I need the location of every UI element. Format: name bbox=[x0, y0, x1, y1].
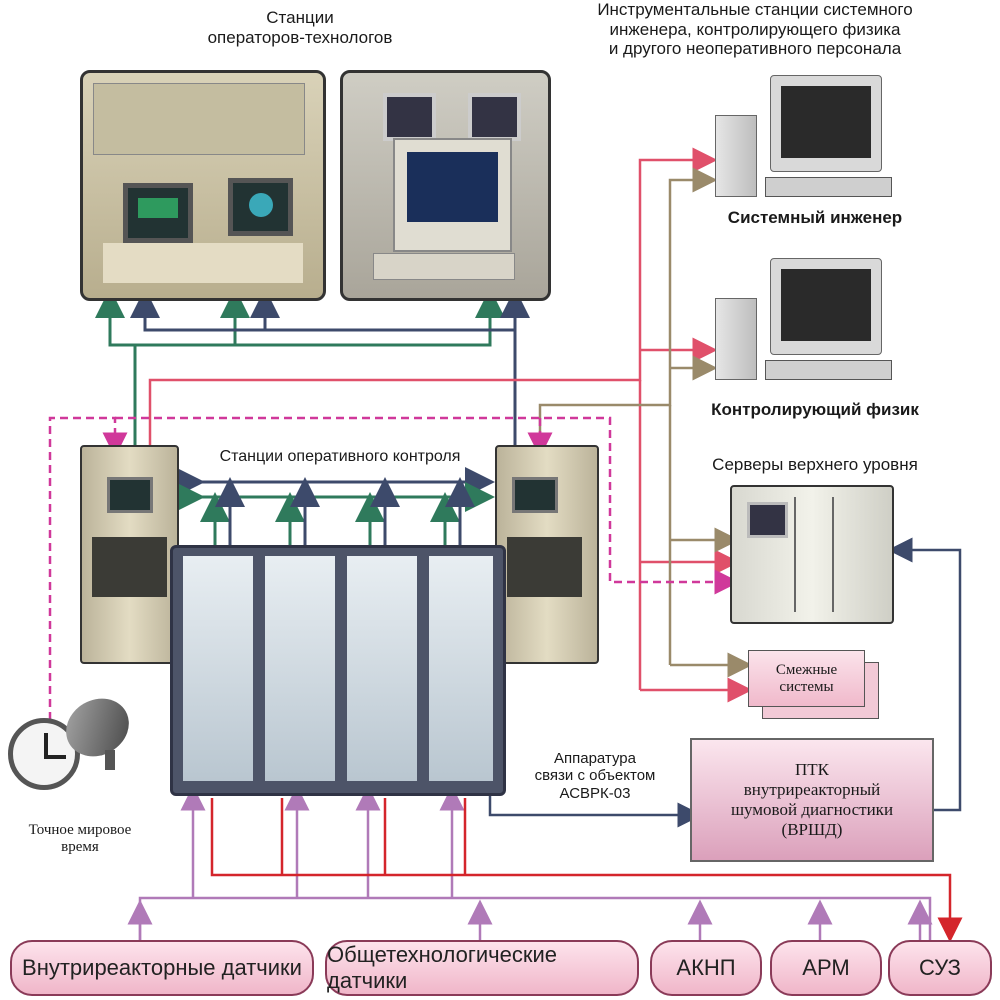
input-label: СУЗ bbox=[919, 955, 961, 980]
input-label: АКНП bbox=[676, 955, 736, 980]
input-label: Внутриреакторные датчики bbox=[22, 955, 302, 980]
operator-stations-label: Станции операторов-технологов bbox=[207, 8, 393, 47]
upper-servers-photo bbox=[730, 485, 894, 624]
input-aknp[interactable]: АКНП bbox=[650, 940, 762, 996]
input-general-sensors[interactable]: Общетехнологические датчики bbox=[325, 940, 639, 996]
instrumental-stations-label: Инструментальные станции системного инже… bbox=[597, 0, 913, 59]
ptk-vrshd-box[interactable]: ПТК внутриреакторный шумовой диагностики… bbox=[690, 738, 934, 862]
left-control-cabinet bbox=[80, 445, 179, 664]
comm-equipment-label: Аппаратура связи с объектом АСВРК-03 bbox=[534, 750, 656, 802]
system-engineer-pc-icon bbox=[715, 75, 895, 200]
system-engineer-label: Системный инженер bbox=[727, 208, 903, 227]
controlling-physicist-label: Контролирующий физик bbox=[711, 400, 919, 419]
upper-servers-label: Серверы верхнего уровня bbox=[712, 455, 918, 474]
operator-console-photo-left bbox=[80, 70, 326, 301]
ptk-vrshd-label: ПТК внутриреакторный шумовой диагностики… bbox=[730, 760, 894, 839]
satellite-dish-icon bbox=[55, 687, 145, 770]
input-suz[interactable]: СУЗ bbox=[888, 940, 992, 996]
controlling-physicist-pc-icon bbox=[715, 258, 895, 383]
input-arm[interactable]: АРМ bbox=[770, 940, 882, 996]
adjacent-systems-label: Смежные системы bbox=[775, 661, 838, 695]
right-control-cabinet bbox=[495, 445, 599, 664]
main-rack-block bbox=[170, 545, 506, 796]
input-label: Общетехнологические датчики bbox=[327, 942, 558, 993]
operational-control-label: Станции оперативного контроля bbox=[219, 448, 461, 465]
input-in-reactor-sensors[interactable]: Внутриреакторные датчики bbox=[10, 940, 314, 996]
input-label: АРМ bbox=[802, 955, 850, 980]
operator-console-photo-right bbox=[340, 70, 551, 301]
world-time-label: Точное мировое время bbox=[28, 822, 132, 856]
adjacent-systems-box[interactable]: Смежные системы bbox=[748, 650, 865, 707]
